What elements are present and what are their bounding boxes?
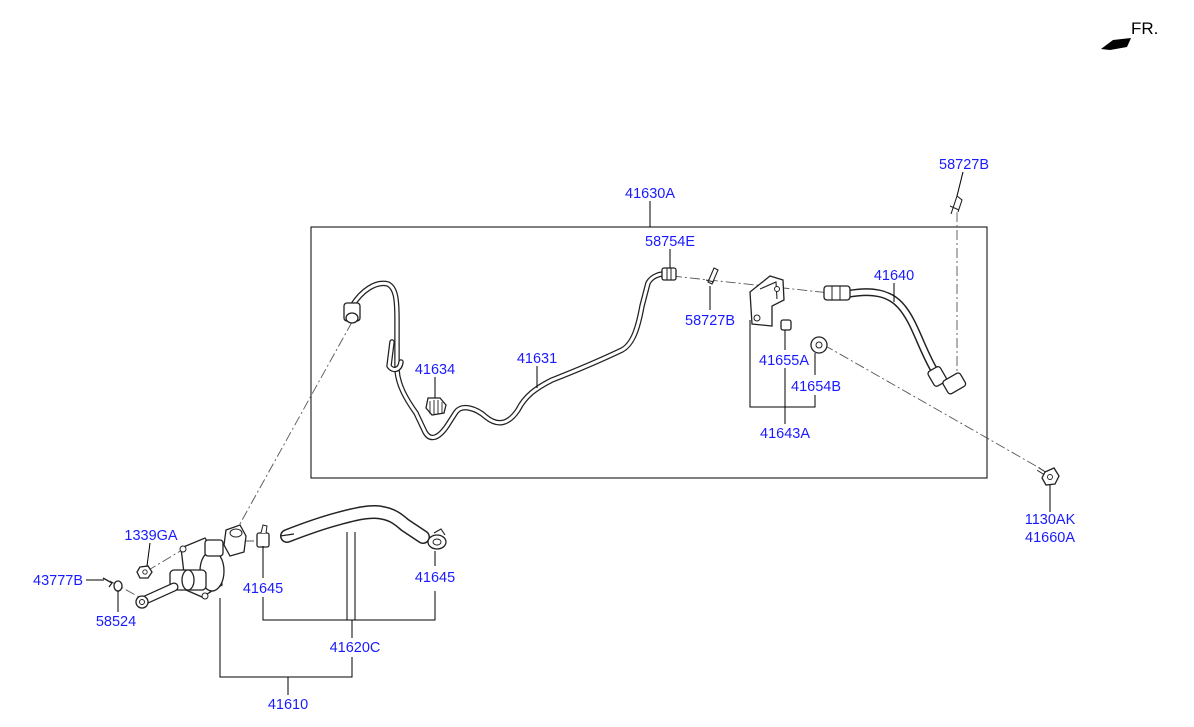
part-label-58727B-mid[interactable]: 58727B — [685, 313, 735, 329]
bushing-41654B — [810, 336, 828, 354]
part-label-41643A[interactable]: 41643A — [760, 426, 810, 442]
align-line-bushing-to-bolt — [823, 344, 1044, 471]
group-bracket-41643A — [749, 320, 816, 408]
leader-1339GA — [146, 542, 151, 567]
clutch-hose-41640 — [823, 285, 967, 395]
clutch-master-cylinder-41610 — [169, 524, 247, 600]
hose-clamp-41645-left — [256, 524, 270, 548]
part-label-1339GA[interactable]: 1339GA — [124, 528, 178, 544]
part-label-41631[interactable]: 41631 — [517, 351, 557, 367]
pin-41655A — [780, 319, 792, 331]
part-label-41655A[interactable]: 41655A — [759, 353, 809, 369]
clip-pin-43777B — [102, 577, 113, 588]
part-label-41654B[interactable]: 41654B — [791, 379, 841, 395]
hose-clamp-41645-right — [427, 528, 447, 550]
tube-clip-41634 — [425, 397, 447, 416]
reservoir-hose-41620C — [279, 504, 430, 544]
nut-1339GA — [136, 565, 153, 579]
part-label-41660A[interactable]: 41660A — [1025, 530, 1075, 546]
align-line-pipe-to-bracket — [671, 275, 831, 294]
group-bracket-41620C — [262, 591, 436, 621]
part-label-41645-left[interactable]: 41645 — [243, 581, 283, 597]
part-label-58524[interactable]: 58524 — [96, 614, 136, 630]
part-label-41630A[interactable]: 41630A — [625, 186, 675, 202]
front-direction-label: FR. — [1131, 19, 1158, 38]
front-direction-arrow-icon — [1101, 38, 1131, 50]
align-line-master-cyl-to-pipe — [235, 321, 353, 532]
bolt-1130AK — [1036, 467, 1060, 486]
part-label-41634[interactable]: 41634 — [415, 362, 455, 378]
hose-clip-58727B-top — [949, 195, 963, 215]
part-label-43777B[interactable]: 43777B — [33, 573, 83, 589]
part-label-41640[interactable]: 41640 — [874, 268, 914, 284]
front-direction-indicator: FR. — [1101, 19, 1158, 50]
group-bracket-41610 — [219, 598, 353, 678]
pipe-assembly-group-box — [310, 226, 988, 479]
flare-nut-58754E — [661, 267, 677, 281]
clutch-tube-41631 — [343, 271, 673, 441]
push-rod — [135, 582, 179, 609]
part-label-58727B-top[interactable]: 58727B — [939, 157, 989, 173]
part-label-58754E[interactable]: 58754E — [645, 234, 695, 250]
bracket-41643A — [749, 275, 785, 327]
leader-58727B-top — [956, 171, 964, 197]
hose-clip-58727B-mid — [705, 267, 719, 285]
part-label-1130AK[interactable]: 1130AK — [1025, 512, 1076, 528]
part-label-41610[interactable]: 41610 — [268, 697, 308, 713]
part-label-41645-right[interactable]: 41645 — [415, 570, 455, 586]
part-label-41620C[interactable]: 41620C — [330, 640, 381, 656]
align-line-bolt-to-master-cyl — [146, 549, 183, 572]
washer-58524 — [113, 580, 123, 592]
